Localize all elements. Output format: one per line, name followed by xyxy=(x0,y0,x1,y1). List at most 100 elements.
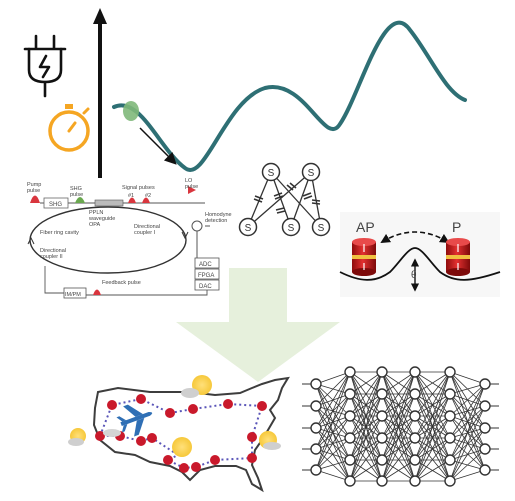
shg-box xyxy=(43,197,69,209)
nn-connection xyxy=(414,393,451,482)
p-state-cylinder xyxy=(446,238,470,276)
nn-connection xyxy=(349,393,383,482)
nn-connection xyxy=(349,415,383,482)
nn-connection xyxy=(414,459,451,482)
nn-connection xyxy=(349,437,383,482)
nn-neuron xyxy=(479,400,491,412)
nn-connection xyxy=(449,448,486,482)
stopwatch-icon xyxy=(48,104,90,152)
svg-text:IM/PM: IM/PM xyxy=(65,292,81,298)
nn-connection xyxy=(381,371,416,439)
city-node xyxy=(210,455,220,465)
nn-connection xyxy=(315,393,351,471)
nn-neuron xyxy=(444,388,456,400)
nn-connection xyxy=(349,459,383,482)
nn-connection xyxy=(414,371,451,482)
nn-connection xyxy=(449,469,486,482)
city-node xyxy=(223,399,233,409)
feedback-label: Feedback pulse xyxy=(102,280,141,286)
fiber-ring-label: Fiber ring cavity xyxy=(40,230,79,236)
nn-connection xyxy=(315,459,351,471)
double-well-curve xyxy=(339,247,501,281)
nn-connection xyxy=(449,371,486,385)
svg-text:ADC: ADC xyxy=(199,262,212,268)
pump-pulse xyxy=(30,195,40,203)
nn-neuron xyxy=(479,422,491,434)
nn-connection xyxy=(315,371,351,450)
svg-text:S: S xyxy=(318,223,325,234)
nn-connection xyxy=(449,383,486,395)
lo-pulse xyxy=(188,186,196,200)
svg-text:#1: #1 xyxy=(128,193,134,199)
nn-neuron xyxy=(376,410,388,422)
nn-neuron xyxy=(376,432,388,444)
flow-arrow xyxy=(176,268,340,382)
nn-connection xyxy=(315,371,351,385)
spin-node xyxy=(311,217,331,237)
nn-connection xyxy=(414,371,451,417)
homodyne-detector xyxy=(191,220,203,232)
tsp-usa-map xyxy=(68,375,290,493)
city-node xyxy=(107,400,117,410)
nn-connection xyxy=(381,371,416,417)
svg-text:FPGA: FPGA xyxy=(198,273,214,279)
city-node xyxy=(179,463,189,473)
spin-node xyxy=(261,162,281,182)
city-node xyxy=(257,401,267,411)
ppln-waveguide xyxy=(94,199,124,207)
nn-neuron xyxy=(479,378,491,390)
svg-text:DAC: DAC xyxy=(199,284,212,290)
spin-network: S S S S S xyxy=(238,162,331,237)
svg-text:θ: θ xyxy=(411,270,417,281)
nn-neuron xyxy=(444,432,456,444)
spin-node xyxy=(301,162,321,182)
nn-connection xyxy=(349,371,383,461)
p-label: P xyxy=(452,219,461,235)
cloud-icon xyxy=(103,429,121,437)
nn-neuron xyxy=(409,388,421,400)
airplane-icon xyxy=(116,404,153,437)
nn-connection xyxy=(449,405,486,482)
city-node xyxy=(247,453,257,463)
nn-neuron xyxy=(376,454,388,466)
nn-connection xyxy=(414,415,451,482)
nn-connection xyxy=(381,459,416,482)
nn-neuron xyxy=(444,475,456,487)
svg-text:S: S xyxy=(308,168,315,179)
energy-landscape xyxy=(112,20,467,172)
nn-neuron xyxy=(409,366,421,378)
city-node xyxy=(95,431,105,441)
nn-connection xyxy=(315,371,351,471)
nn-neuron xyxy=(344,475,356,487)
nn-connection xyxy=(315,469,351,482)
signal-pulse-1 xyxy=(128,197,136,203)
sun-icon xyxy=(68,428,86,446)
descent-arrow xyxy=(139,127,177,165)
sun-icon xyxy=(259,431,281,450)
plug-lightning-icon xyxy=(23,34,67,98)
nn-neuron xyxy=(409,410,421,422)
spin-node xyxy=(238,217,258,237)
nn-connection xyxy=(349,371,383,417)
nn-neuron xyxy=(344,410,356,422)
nn-neuron xyxy=(310,443,322,455)
nn-neuron xyxy=(409,475,421,487)
nn-connection xyxy=(381,371,416,461)
energy-axis-arrow xyxy=(93,8,107,178)
city-node xyxy=(165,408,175,418)
nn-connection xyxy=(315,427,351,461)
nn-connection xyxy=(449,383,486,461)
city-node xyxy=(188,404,198,414)
state-ball xyxy=(123,101,139,121)
nn-neuron xyxy=(310,400,322,412)
svg-text:S: S xyxy=(268,168,275,179)
svg-text:S: S xyxy=(288,223,295,234)
svg-text:SHG: SHG xyxy=(49,202,62,208)
sun-icon xyxy=(172,437,192,457)
signal-pulse-2 xyxy=(142,197,150,203)
nn-connection xyxy=(381,437,416,482)
